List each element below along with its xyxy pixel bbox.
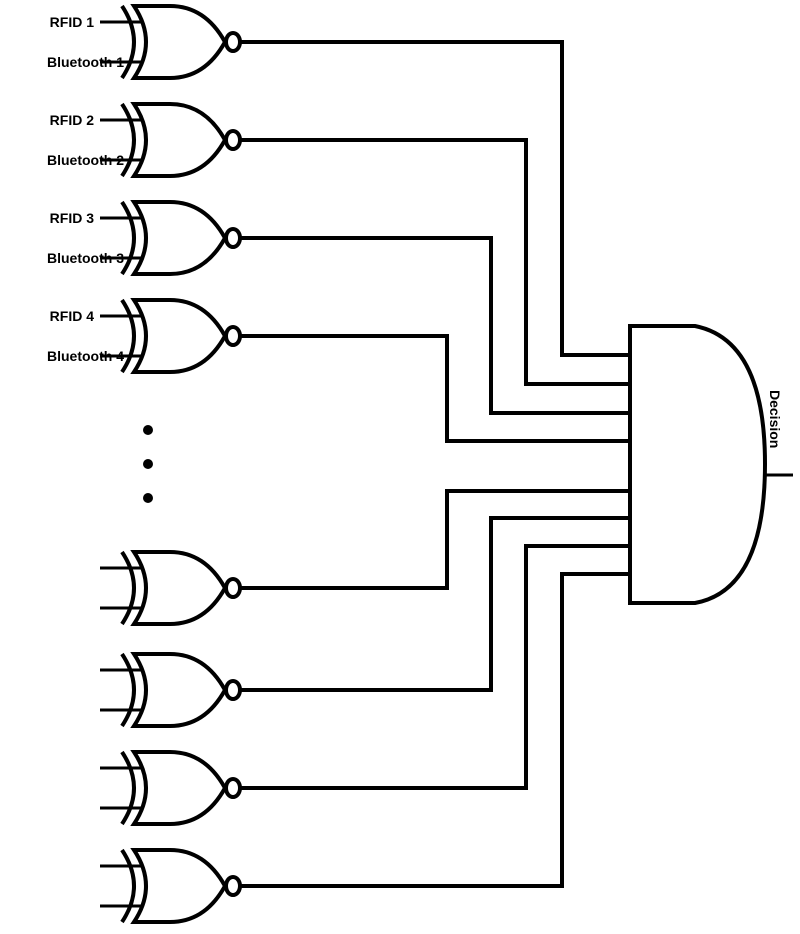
inverter-bubble: [224, 577, 242, 599]
xnor-body: [130, 298, 228, 374]
xnor-body: [130, 550, 228, 626]
inverter-bubble: [224, 129, 242, 151]
xnor-body: [130, 848, 228, 924]
xnor-gate-7: [100, 750, 242, 826]
xor-arc: [120, 4, 136, 80]
and-gate-body: [628, 324, 768, 605]
xor-arc: [120, 200, 136, 276]
xnor-body: [130, 652, 228, 728]
inverter-bubble: [224, 679, 242, 701]
input-label-bluetooth: Bluetooth 3: [47, 250, 124, 266]
output-wire-5: [241, 489, 630, 590]
inverter-bubble: [224, 875, 242, 897]
xnor-body: [130, 102, 228, 178]
xor-arc: [120, 848, 136, 924]
xnor-body: [130, 4, 228, 80]
xor-arc: [120, 102, 136, 178]
xnor-gate-3: RFID 3 Bluetooth 3: [47, 200, 242, 276]
ellipsis-dot: [143, 425, 153, 435]
output-wire-8: [241, 572, 630, 888]
input-label-rfid: RFID 1: [50, 14, 95, 30]
xnor-gate-8: [100, 848, 242, 924]
xnor-gate-6: [100, 652, 242, 728]
xnor-gate-5: [100, 550, 242, 626]
ellipsis-dot: [143, 493, 153, 503]
input-label-rfid: RFID 4: [50, 308, 95, 324]
xnor-gate-4: RFID 4 Bluetooth 4: [47, 298, 242, 374]
input-label-rfid: RFID 2: [50, 112, 95, 128]
xnor-gate-1: RFID 1 Bluetooth 1: [47, 4, 242, 80]
input-label-bluetooth: Bluetooth 4: [47, 348, 124, 364]
xnor-body: [130, 200, 228, 276]
inverter-bubble: [224, 31, 242, 53]
xor-arc: [120, 298, 136, 374]
inverter-bubble: [224, 777, 242, 799]
inverter-bubble: [224, 325, 242, 347]
xor-arc: [120, 652, 136, 728]
xor-arc: [120, 550, 136, 626]
ellipsis-dots: [143, 425, 153, 503]
ellipsis-dot: [143, 459, 153, 469]
xor-arc: [120, 750, 136, 826]
input-label-bluetooth: Bluetooth 2: [47, 152, 124, 168]
xnor-body: [130, 750, 228, 826]
xnor-gate-2: RFID 2 Bluetooth 2: [47, 102, 242, 178]
decision-label: Decision: [767, 390, 783, 448]
output-wire-2: [241, 138, 630, 386]
input-label-rfid: RFID 3: [50, 210, 95, 226]
output-wire-7: [241, 544, 630, 790]
and-gate: [628, 324, 793, 605]
inverter-bubble: [224, 227, 242, 249]
output-wire-4: [241, 334, 630, 443]
output-wire-1: [241, 40, 630, 357]
input-label-bluetooth: Bluetooth 1: [47, 54, 124, 70]
output-wire-3: [241, 236, 630, 415]
output-wire-6: [241, 516, 630, 692]
